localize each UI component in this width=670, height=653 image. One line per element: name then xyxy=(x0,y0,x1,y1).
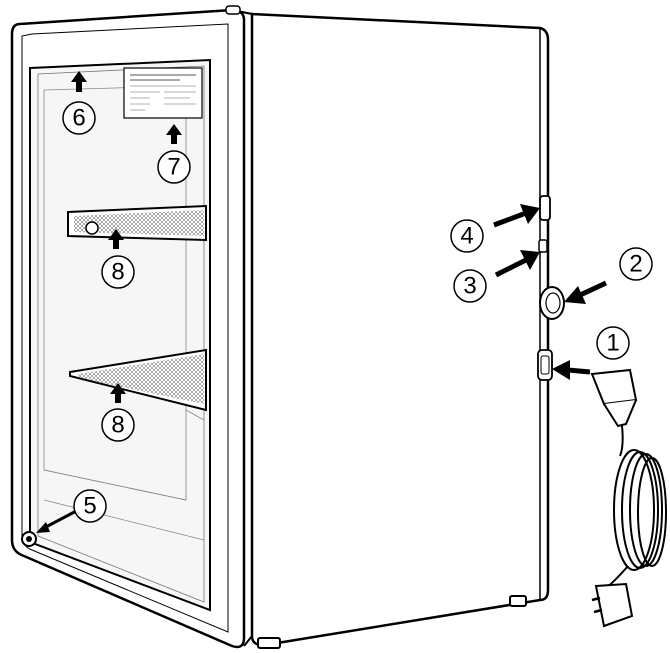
callout-8-upper: 8 xyxy=(102,256,134,288)
callout-5: 5 xyxy=(74,490,106,522)
arrow-2 xyxy=(564,283,606,304)
callout-8-lower-label: 8 xyxy=(111,412,124,439)
temperature-dial xyxy=(540,287,564,319)
callout-7-label: 7 xyxy=(167,154,180,181)
cabinet-side-panel xyxy=(252,14,548,645)
cabinet-foot-front xyxy=(258,638,280,648)
door-top-hinge xyxy=(226,6,240,14)
door-glass xyxy=(30,60,210,610)
callout-6-label: 6 xyxy=(72,105,85,132)
hinge xyxy=(539,240,547,252)
callout-4-label: 4 xyxy=(460,223,473,250)
callout-1-label: 1 xyxy=(606,330,619,357)
callout-5-label: 5 xyxy=(83,493,96,520)
callout-3: 3 xyxy=(454,270,486,302)
callout-8-lower: 8 xyxy=(102,409,134,441)
callout-2-label: 2 xyxy=(629,251,642,278)
cabinet-foot-rear xyxy=(510,596,526,606)
callout-4: 4 xyxy=(451,220,483,252)
power-cable xyxy=(592,370,666,626)
upper-shelf xyxy=(68,206,206,240)
callout-8-upper-label: 8 xyxy=(111,259,124,286)
rating-plate xyxy=(124,68,202,118)
door-handle xyxy=(540,196,550,220)
door-lock xyxy=(22,532,36,546)
power-socket xyxy=(538,350,552,380)
callout-7: 7 xyxy=(158,151,190,183)
callout-1: 1 xyxy=(597,327,629,359)
callout-2: 2 xyxy=(620,248,652,280)
callout-6: 6 xyxy=(63,102,95,134)
callout-3-label: 3 xyxy=(463,273,476,300)
arrow-1 xyxy=(552,360,590,380)
